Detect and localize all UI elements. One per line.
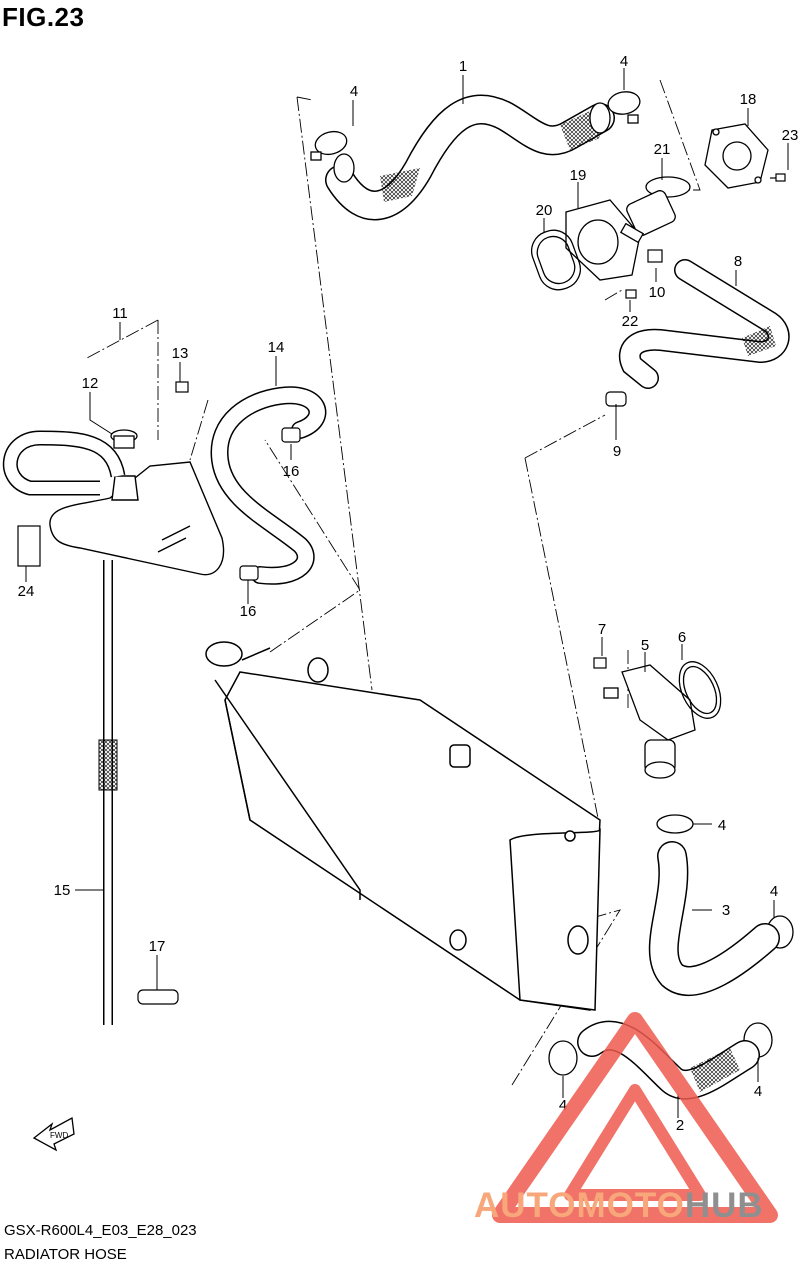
callout-9: 9 (613, 443, 621, 460)
o-ring-6 (678, 661, 722, 719)
callout-4-mid: 4 (718, 817, 726, 834)
clamp-4-mid (656, 814, 694, 834)
callout-23: 23 (782, 127, 799, 144)
callout-7: 7 (598, 621, 606, 638)
callout-20: 20 (536, 202, 553, 219)
hose-1 (325, 94, 615, 221)
overflow-tube-15 (98, 560, 118, 1025)
fwd-label: FWD (50, 1131, 68, 1140)
bolt-23 (770, 173, 786, 182)
hose-8 (618, 259, 790, 389)
callout-labels: 1 2 3 4 4 4 4 4 4 5 6 7 8 9 10 11 12 13 … (18, 53, 799, 1134)
callout-22: 22 (622, 313, 639, 330)
callout-24: 24 (18, 583, 35, 600)
watermark-text: AUTOMOTOHUB (474, 1186, 764, 1226)
callout-4-top-right: 4 (620, 53, 628, 70)
callout-14: 14 (268, 339, 285, 356)
callout-18: 18 (740, 91, 757, 108)
water-inlet-5 (603, 664, 696, 779)
callout-4-bottom-left: 4 (559, 1097, 567, 1114)
callout-13: 13 (172, 345, 189, 362)
bolt-7 (593, 657, 607, 669)
section-name: RADIATOR HOSE (4, 1246, 127, 1263)
callout-1: 1 (459, 58, 467, 75)
callout-15: 15 (54, 882, 71, 899)
clip-17 (137, 989, 179, 1005)
callout-17: 17 (149, 938, 166, 955)
clamp-16-lower (239, 565, 259, 581)
callout-16-lower: 16 (240, 603, 257, 620)
callout-5: 5 (641, 637, 649, 654)
thermostat-21 (626, 176, 691, 236)
callout-8: 8 (734, 253, 742, 270)
clamp-9 (605, 391, 627, 407)
callout-11: 11 (112, 305, 128, 322)
model-code: GSX-R600L4_E03_E28_023 (4, 1222, 197, 1239)
label-24 (17, 525, 41, 567)
fwd-arrow-icon: FWD (32, 1116, 75, 1152)
watermark-text-b: HUB (684, 1186, 764, 1225)
clamp-4-top-left (310, 130, 348, 161)
radiator (205, 641, 601, 1011)
callout-4-top-left: 4 (350, 83, 358, 100)
callout-21: 21 (654, 141, 671, 158)
clamp-4-top-right (607, 91, 641, 124)
callout-3: 3 (722, 902, 730, 919)
hose-14 (210, 386, 327, 585)
watermark-text-a: AUTOMOTO (474, 1186, 685, 1225)
callout-4-bottom-right: 4 (754, 1083, 762, 1100)
callout-4-right: 4 (770, 883, 778, 900)
watermark-logo-icon (492, 1012, 778, 1223)
callout-6: 6 (678, 629, 686, 646)
callout-16-upper: 16 (283, 463, 300, 480)
breather-hose (2, 430, 126, 496)
callout-12: 12 (82, 375, 99, 392)
callout-2: 2 (676, 1117, 684, 1134)
leader-lines (25, 68, 789, 1118)
callout-19: 19 (570, 167, 587, 184)
thermostat-housing-19 (565, 199, 645, 281)
clamp-4-bottom-left (548, 1040, 578, 1076)
cap-12 (110, 429, 138, 449)
part-18-cover (704, 123, 769, 189)
callout-10: 10 (649, 284, 666, 301)
reservoir-tank-11 (49, 461, 225, 576)
o-ring-20 (530, 229, 582, 291)
clip-10 (647, 249, 663, 263)
hose-3 (648, 841, 780, 996)
bolt-13 (175, 381, 189, 393)
bolt-22 (625, 289, 637, 299)
figure-title: FIG.23 (2, 2, 85, 32)
clamp-16-upper (281, 427, 301, 443)
